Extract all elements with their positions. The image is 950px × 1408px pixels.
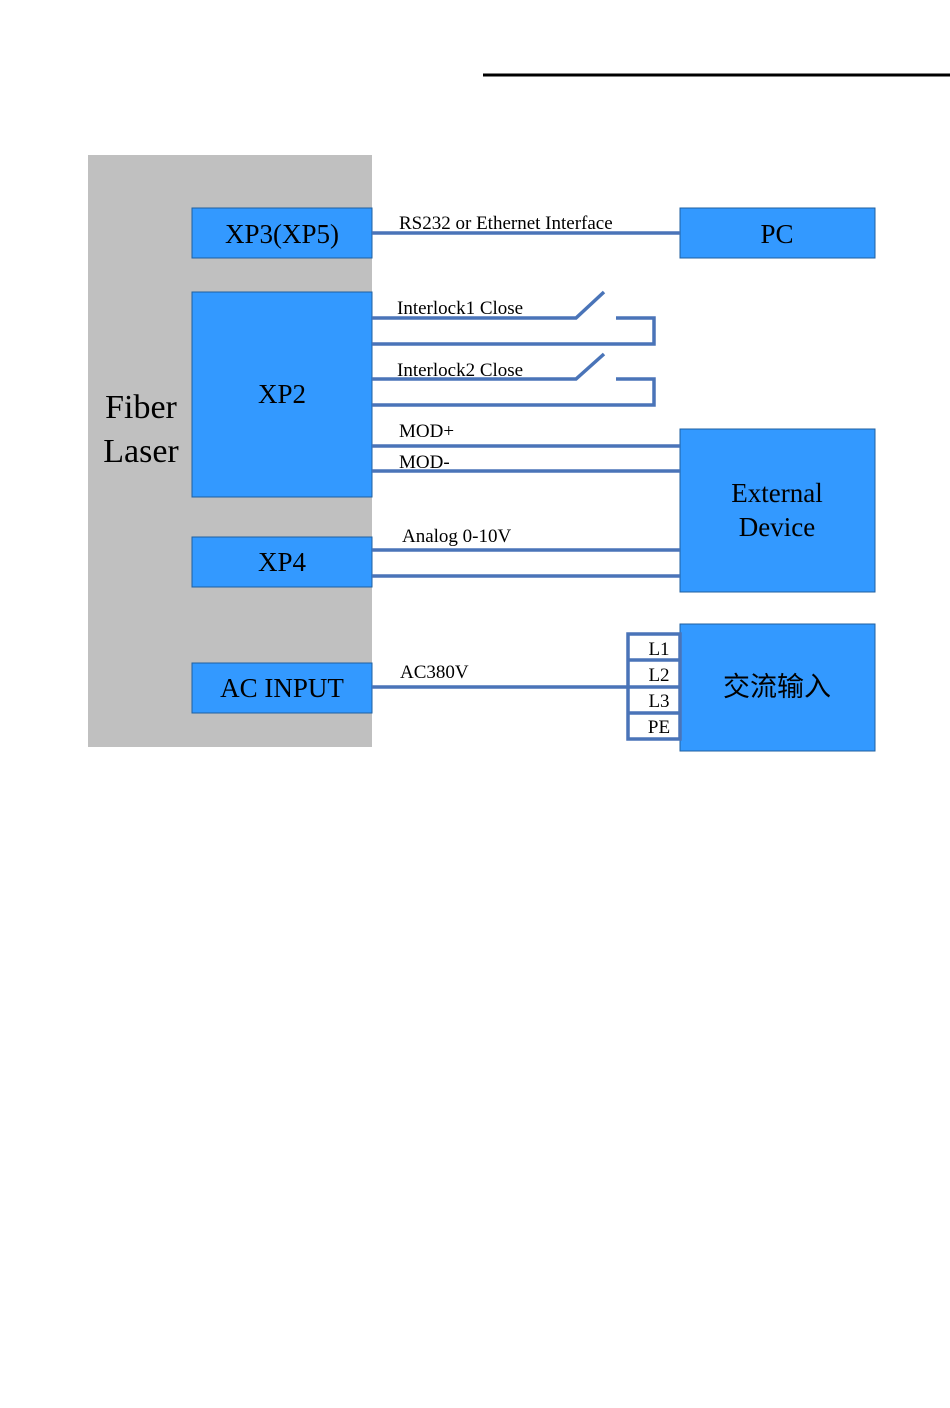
external-device-label-line2: Device [739, 512, 815, 542]
ac-input-label: AC INPUT [220, 673, 344, 703]
xp3-label: XP3(XP5) [225, 219, 339, 249]
fiber-laser-label-line2: Laser [103, 433, 179, 470]
fiber-laser-label-line1: Fiber [105, 389, 177, 426]
interlock1-label: Interlock1 Close [397, 298, 523, 319]
rs232-label: RS232 or Ethernet Interface [399, 213, 613, 234]
pin-pe: PE [648, 717, 670, 738]
external-device-label-line1: External [731, 478, 822, 508]
terminal-block: L1 L2 L3 PE [628, 634, 680, 739]
pin-l2: L2 [648, 665, 669, 686]
ac-power-label: 交流输入 [723, 672, 831, 702]
pc-label: PC [760, 219, 793, 249]
analog-label: Analog 0-10V [402, 526, 512, 547]
ac380v-label: AC380V [400, 662, 469, 683]
mod-minus-label: MOD- [399, 452, 450, 473]
pin-l3: L3 [648, 691, 669, 712]
mod-plus-label: MOD+ [399, 421, 454, 442]
pin-l1: L1 [648, 639, 669, 660]
xp2-label: XP2 [258, 379, 306, 409]
external-device-block [680, 429, 875, 592]
xp4-label: XP4 [258, 547, 307, 577]
interlock2-label: Interlock2 Close [397, 360, 523, 381]
